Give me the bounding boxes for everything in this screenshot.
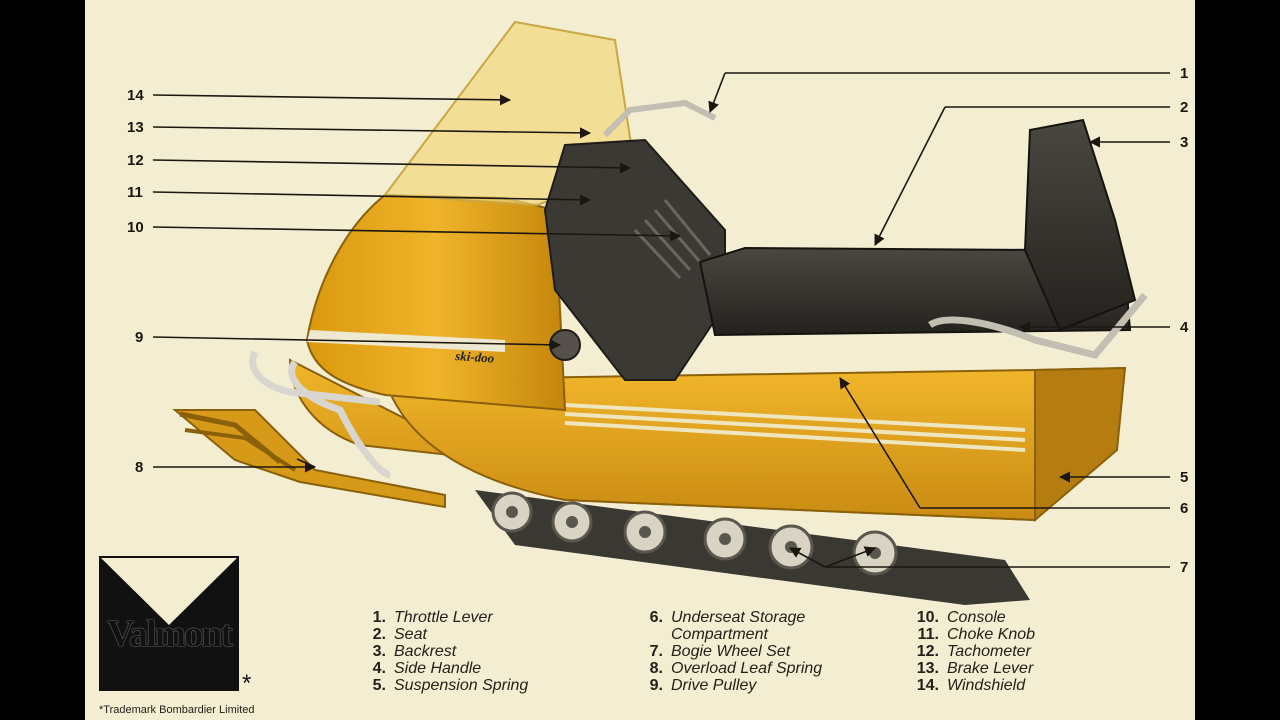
front-bumper — [249, 350, 391, 479]
running-board — [564, 403, 1026, 452]
callout-3: 3 — [1180, 134, 1188, 151]
callout-12: 12 — [127, 152, 144, 169]
legend-item: 2.Seat — [372, 626, 427, 643]
callout-numbers: 1 2 3 4 5 6 7 8 9 10 11 12 13 14 — [127, 65, 1189, 576]
decal-stripe — [307, 330, 505, 352]
legend-item: 4.Side Handle — [372, 660, 482, 677]
callout-6: 6 — [1180, 500, 1188, 517]
snowmobile-illustration: ski-doo 1 2 3 — [99, 20, 1189, 691]
callout-1: 1 — [1180, 65, 1188, 82]
legend-item: 1.Throttle Lever — [372, 609, 493, 626]
hood — [305, 193, 567, 412]
side-handle-shape — [928, 292, 1148, 359]
legend-item: 7.Bogie Wheel Set — [649, 643, 791, 660]
legend-column-1: 1.Throttle Lever 2.Seat 3.Backrest 4.Sid… — [360, 609, 529, 694]
handlebar — [602, 99, 717, 138]
ski-doo-decal: ski-doo — [454, 348, 495, 366]
legend-item: 5.Suspension Spring — [372, 677, 529, 694]
callout-4: 4 — [1180, 319, 1189, 336]
callout-7: 7 — [1180, 559, 1188, 576]
callout-11: 11 — [127, 184, 143, 201]
callout-10: 10 — [127, 219, 144, 236]
logo-asterisk: * — [242, 670, 252, 697]
legend-item: 9.Drive Pulley — [649, 677, 757, 694]
legend-item: 12.Tachometer — [916, 643, 1031, 660]
parts-legend: 1.Throttle Lever 2.Seat 3.Backrest 4.Sid… — [360, 609, 1120, 709]
callout-9: 9 — [135, 329, 143, 346]
legend-item: 11.Choke Knob — [917, 626, 1036, 643]
backrest-shape — [1023, 118, 1137, 332]
legend-column-3: 10.Console 11.Choke Knob 12.Tachometer 1… — [905, 609, 1035, 694]
legend-item: 10.Console — [916, 609, 1006, 626]
leader-lines — [152, 72, 1170, 568]
legend-item: 13.Brake Lever — [916, 660, 1034, 677]
callout-8: 8 — [135, 459, 143, 476]
valmont-logo — [99, 556, 239, 691]
ski — [172, 409, 446, 509]
legend-item: 8.Overload Leaf Spring — [649, 660, 823, 677]
diagram-page: ski-doo 1 2 3 — [85, 0, 1195, 720]
callout-2: 2 — [1180, 99, 1188, 116]
legend-column-2: 6.Underseat Storage Compartment 7.Bogie … — [637, 609, 823, 694]
callout-14: 14 — [127, 87, 144, 104]
legend-item: 3.Backrest — [372, 643, 457, 660]
callout-5: 5 — [1180, 469, 1188, 486]
legend-item-continuation: Compartment — [671, 626, 768, 643]
logo-wordmark: Valmont — [107, 613, 233, 655]
track — [475, 490, 1030, 605]
callout-13: 13 — [127, 119, 144, 136]
trademark-note: *Trademark Bombardier Limited — [99, 704, 255, 716]
legend-item: 14.Windshield — [916, 677, 1026, 694]
legend-item: 6.Underseat Storage — [649, 609, 806, 626]
